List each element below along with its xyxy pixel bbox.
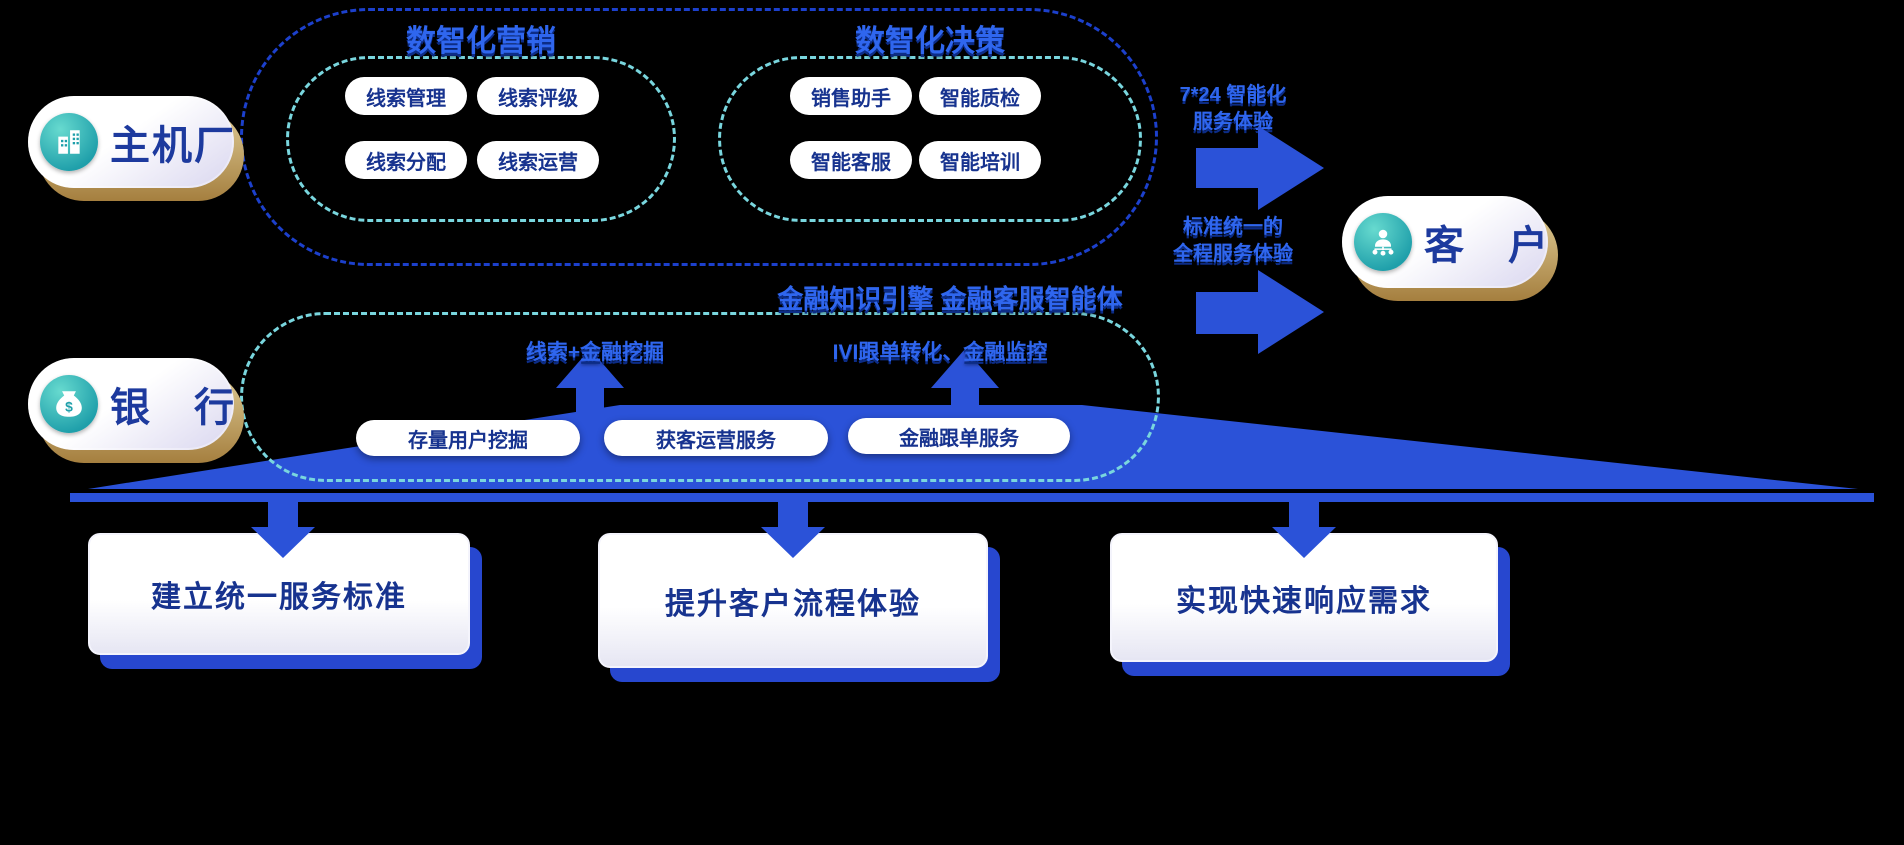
platform-base-strip (70, 493, 1874, 502)
card-customer-experience-label: 提升客户流程体验 (665, 587, 921, 621)
pill-lead-assignment: 线索分配 (345, 141, 467, 179)
entity-oem: 主机厂 (28, 96, 244, 201)
entity-customer-label: 客 户 (1424, 224, 1550, 268)
pill-smart-qc: 智能质检 (919, 77, 1041, 115)
right-flow-top-caption-line1: 7*24 智能化 (1179, 84, 1287, 106)
right-flow-bottom-caption-line2: 全程服务体验 (1173, 243, 1293, 265)
right-flow-bottom-caption: 标准统一的 全程服务体验 (1138, 214, 1328, 268)
card-unified-standard-label: 建立统一服务标准 (151, 581, 407, 614)
marketing-dashed-container (286, 56, 676, 222)
pill-smart-service: 智能客服 (790, 141, 912, 179)
svg-text:$: $ (65, 398, 73, 414)
customer-network-icon (1354, 213, 1412, 271)
pill-lead-rating: 线索评级 (477, 77, 599, 115)
pill-acquisition-operation: 获客运营服务 (604, 420, 828, 456)
top-platform-dashed-container (240, 8, 1158, 266)
right-flow-top-caption: 7*24 智能化 服务体验 (1138, 82, 1328, 136)
marketing-section-title: 数智化营销 (406, 25, 556, 58)
pill-lead-operation: 线索运营 (477, 141, 599, 179)
factory-building-icon (40, 113, 98, 171)
entity-customer: 客 户 (1342, 196, 1558, 301)
entity-bank-label: 银 行 (110, 386, 236, 430)
entity-oem-label: 主机厂 (110, 124, 236, 168)
pill-existing-user-mining: 存量用户挖掘 (356, 420, 580, 456)
finance-section-title: 金融知识引擎 金融客服智能体 (777, 284, 1123, 314)
right-arrow-bottom (1196, 270, 1324, 354)
right-flow-bottom-caption-line1: 标准统一的 (1183, 216, 1283, 238)
finance-caption-left: 线索+金融挖掘 (525, 341, 665, 364)
card-unified-standard: 建立统一服务标准 (88, 533, 482, 669)
decision-section-title: 数智化决策 (855, 25, 1005, 58)
finance-caption-right: IVI跟单转化、金融监控 (832, 341, 1048, 364)
pill-finance-follow-service: 金融跟单服务 (848, 418, 1070, 454)
pill-smart-training: 智能培训 (919, 141, 1041, 179)
entity-bank: $ 银 行 (28, 358, 244, 463)
right-flow-top-caption-line2: 服务体验 (1193, 111, 1273, 133)
card-customer-experience: 提升客户流程体验 (598, 533, 1000, 682)
right-arrow-top (1196, 126, 1324, 210)
pill-lead-management: 线索管理 (345, 77, 467, 115)
pill-sales-assistant: 销售助手 (790, 77, 912, 115)
decision-dashed-container (718, 56, 1142, 222)
card-fast-response: 实现快速响应需求 (1110, 533, 1510, 676)
card-fast-response-label: 实现快速响应需求 (1176, 584, 1432, 618)
money-bag-icon: $ (40, 375, 98, 433)
